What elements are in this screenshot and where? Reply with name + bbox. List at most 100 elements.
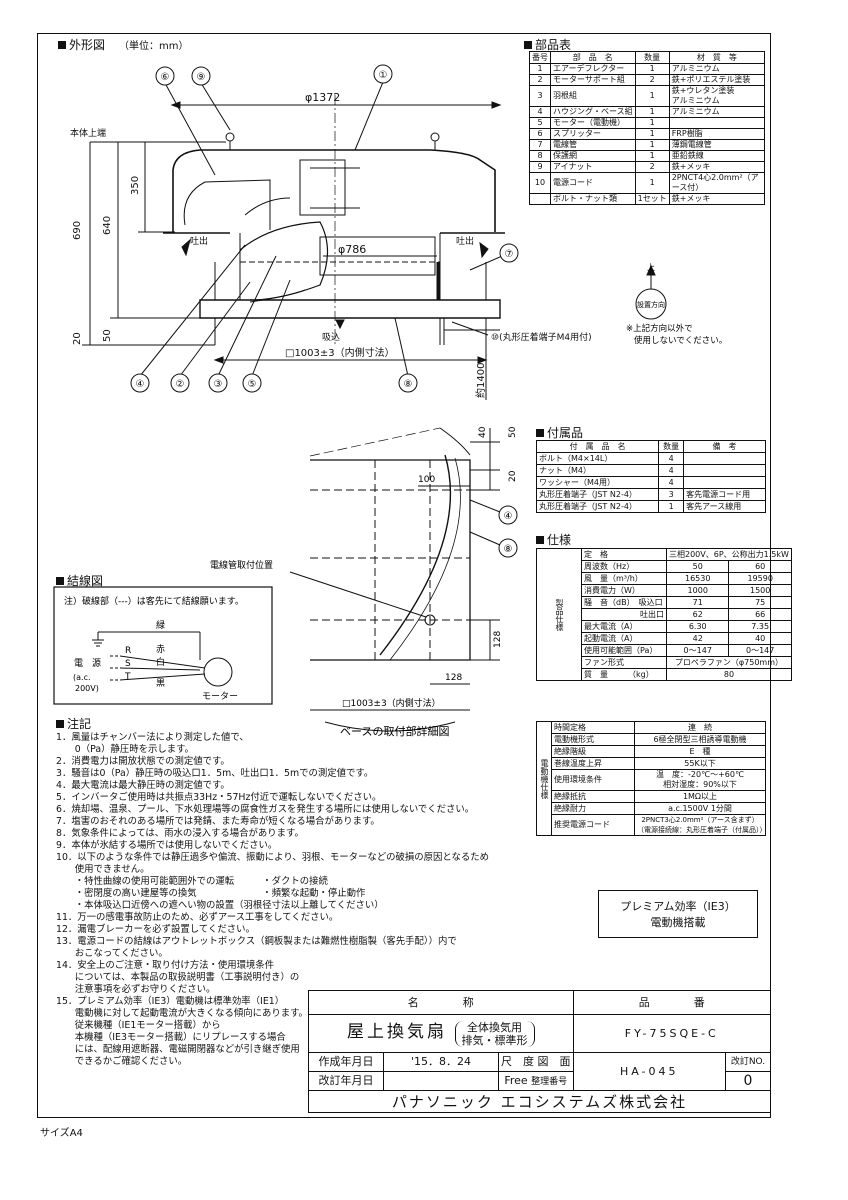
accessory-cell: 丸形圧着端子（JST N2-4） — [535, 500, 660, 513]
created-date: '15．8．24 — [383, 1052, 499, 1072]
parts-cell: 電線管 — [550, 139, 636, 151]
parts-cell: ボルト・ナット類 — [550, 193, 636, 205]
parts-cell: 羽根組 — [550, 85, 636, 107]
spec-label: 騒 音（dB） 吸込口 — [581, 596, 667, 609]
motor-group-label: 電動機仕様 — [536, 721, 552, 836]
title-block: 名 称 品 番 屋上換気扇 全体換気用 排気・標準形 FY-75SQE-C 作成… — [308, 990, 771, 1113]
parts-cell: 2 — [634, 161, 670, 173]
parts-cell: 1 — [634, 128, 670, 140]
premium-line-1: プレミアム効率（IE3） — [620, 900, 736, 913]
detail-dim-128a: 128 — [445, 673, 462, 683]
inlet-label: 吸込 — [322, 332, 340, 343]
parts-cell: 9 — [529, 161, 551, 173]
dim-h690: 690 — [72, 221, 83, 240]
spec-label: 質 量 （kg） — [581, 668, 667, 681]
parts-cell: 鉄+メッキ — [668, 161, 766, 173]
parts-cell: アイナット — [550, 161, 636, 173]
accessory-row: ナット（M4）4 — [535, 464, 766, 477]
spec-value: 1000 — [665, 584, 730, 597]
body-top-label: 本体上端 — [70, 127, 106, 139]
parts-cell: 7 — [529, 139, 551, 151]
dim-h640: 640 — [102, 216, 113, 235]
motor-spec-value: 2PNCT3心2.0mm²（アース含まず） （電源接続線：丸形圧着端子（付属品）… — [634, 814, 767, 836]
product-name: 屋上換気扇 — [347, 1021, 447, 1042]
note-line: には、配線用遮断器、電磁開閉器などが引き継ぎ使用 — [56, 1044, 300, 1055]
parts-cell: 鉄+メッキ — [668, 193, 766, 205]
spec-value: 40 — [728, 632, 792, 645]
product-name-cell: 屋上換気扇 全体換気用 排気・標準形 — [308, 1014, 574, 1053]
parts-cell: FRP樹脂 — [668, 128, 766, 140]
conduit-position-label: 電線管取付位置 — [210, 559, 273, 571]
parts-cell: 電源コード — [550, 172, 636, 194]
parts-cell: 1 — [634, 85, 670, 107]
callout-3: ③ — [214, 379, 223, 390]
note-line: 9．本体が氷結する場所では使用しないでください。 — [56, 840, 278, 851]
note-line: 10．以下のような条件では静圧過多や偏流、振動により、羽根、モーターなどの破損の… — [56, 852, 489, 863]
callout-9: ⑨ — [197, 72, 206, 83]
detail-dim-128b: 128 — [493, 631, 503, 648]
notes-heading: 注記 — [56, 715, 91, 732]
parts-header: 部 品 名 — [550, 51, 636, 64]
spec-value: 71 — [665, 596, 730, 609]
dim-h20: 20 — [72, 332, 83, 345]
accessories-header: 備 考 — [683, 440, 766, 453]
parts-cell: 6 — [529, 128, 551, 140]
outlet-label-left: 吐出 — [190, 235, 208, 247]
spec-row: 質 量 （kg）80 — [537, 668, 792, 681]
phase-r: R — [125, 646, 131, 656]
note-line: ・特性曲線の使用可能範囲外での運転 ・ダクトの接続 — [56, 876, 328, 887]
scale-header: 尺 度 図 面 — [498, 1052, 574, 1072]
direction-note-2: 使用しないでください。 — [634, 335, 727, 346]
note-line: 12．漏電ブレーカーを必ず設置してください。 — [56, 924, 255, 935]
note-line: 1．風量はチャンバー法により測定した値で、 — [56, 732, 249, 743]
accessory-cell: ナット（M4） — [535, 464, 660, 477]
parts-heading: 部品表 — [524, 36, 571, 53]
note-line: については、本製品の取扱説明書（工事説明付き）の — [56, 972, 300, 983]
premium-line-2: 電動機搭載 — [650, 916, 706, 929]
direction-up: 上 — [647, 263, 655, 272]
spec-label: 使用可能範囲（Pa） — [581, 644, 667, 657]
accessory-cell: 1 — [658, 500, 685, 513]
note-line: ・本体吸込口近傍への遮へい物の設置（羽根径寸法以上離してください） — [56, 900, 384, 911]
note-line: 4．最大電流は最大静圧時の測定値です。 — [56, 780, 230, 791]
wire-white: 白 — [156, 656, 165, 668]
wiring-heading: 結線図 — [56, 572, 103, 589]
revision-number: 0 — [725, 1071, 771, 1091]
callout-8: ⑧ — [404, 379, 413, 390]
callout-5: ⑤ — [248, 379, 257, 390]
spec-value: 50 — [665, 560, 730, 573]
parts-header: 材 質 等 — [668, 51, 766, 64]
spec-row: ファン形式プロペラファン（φ750mm） — [537, 656, 792, 669]
callout-6: ⑥ — [161, 72, 170, 83]
parts-cell: 保護網 — [550, 150, 636, 162]
motor-spec-value: a.c.1500V 1分間 — [634, 802, 766, 815]
motor-spec-label: 時間定格 — [551, 721, 635, 734]
spec-value: 42 — [665, 632, 730, 645]
callout-2: ② — [176, 379, 185, 390]
motor-spec-row: 電動機仕様時間定格連 続 — [536, 721, 766, 836]
parts-cell: 1 — [634, 117, 670, 129]
motor-label: モーター — [202, 691, 238, 702]
parts-cell — [529, 193, 551, 205]
parts-cell: 2 — [634, 74, 670, 86]
parts-cell: 10 — [529, 172, 551, 194]
accessory-row: ワッシャー（M4用）4 — [535, 476, 766, 489]
note-line: 従来機種（IE1モーター搭載）から — [56, 1020, 221, 1031]
accessory-cell: 客先電源コード用 — [683, 488, 766, 501]
power-source-label: 電 源 — [74, 658, 101, 669]
power-voltage-label: 200V) — [75, 684, 99, 693]
spec-value: 80 — [666, 668, 792, 681]
callout-4: ④ — [136, 379, 145, 390]
detail-dim-50: 50 — [508, 426, 518, 438]
